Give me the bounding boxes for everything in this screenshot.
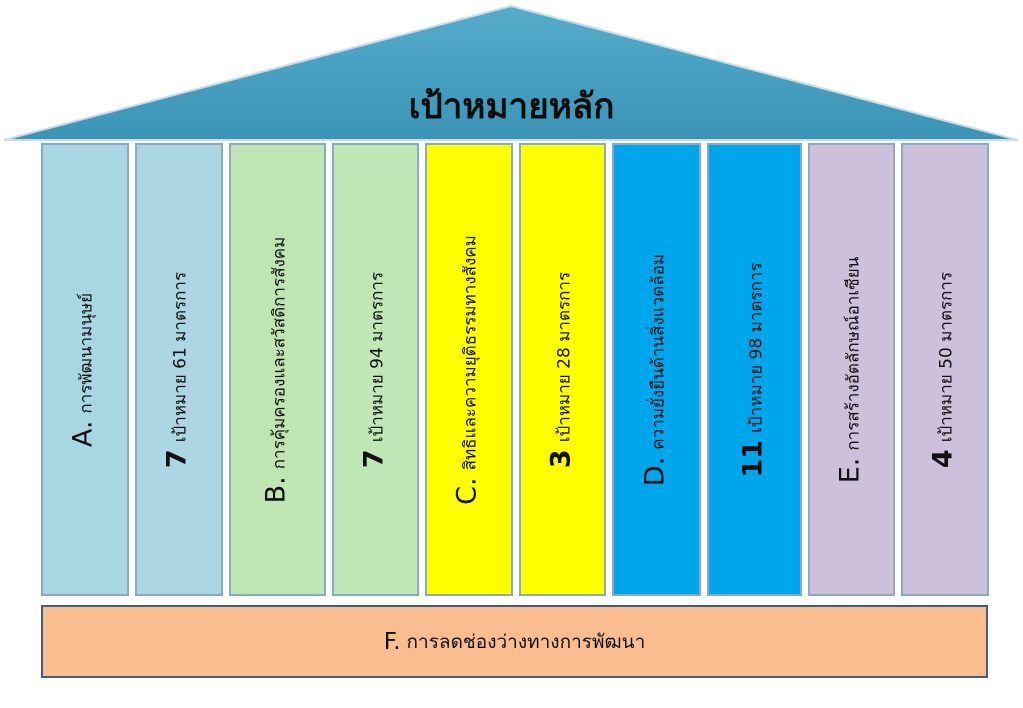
pillar-d-target-count: 11 xyxy=(737,439,768,477)
pillar-c-target-text: เป้าหมาย 28 มาตรการ xyxy=(554,271,574,442)
pillar-c-label: C. สิทธิและความยุติธรรมทางสังคม xyxy=(452,234,483,505)
pillar-d-label: D. ความยั่งยืนด้านสิ่งแวดล้อม xyxy=(639,253,670,485)
pillar-a-letter: A. xyxy=(67,420,99,447)
pillar-c-letter: C. xyxy=(451,476,483,505)
pillar-a-title: การพัฒนามนุษย์ xyxy=(76,292,97,414)
pillar-b-letter: B. xyxy=(260,475,291,503)
pillar-d-title: ความยั่งยืนด้านสิ่งแวดล้อม xyxy=(648,253,668,450)
pillar-e-target-text: เป้าหมาย 50 มาตรการ xyxy=(936,271,957,442)
pillar-b-targets-label: 7 เป้าหมาย 94 มาตรการ xyxy=(358,271,389,467)
pillar-d-targets: 11 เป้าหมาย 98 มาตรการ xyxy=(707,143,802,596)
pillar-a-label: A. การพัฒนามนุษย์ xyxy=(68,292,99,446)
roof-title: เป้าหมายหลัก xyxy=(408,87,615,127)
pillar-e-targets-label: 4 เป้าหมาย 50 มาตรการ xyxy=(928,271,959,467)
pillar-d-environment: D. ความยั่งยืนด้านสิ่งแวดล้อม xyxy=(612,143,701,596)
pillar-e-asean-identity: E. การสร้างอัตลักษณ์อาเซียน xyxy=(808,143,895,596)
pillar-b-label: B. การคุ้มครองและสวัสดิการสังคม xyxy=(260,236,291,503)
base-label: F.การลดช่องว่างทางการพัฒนา xyxy=(43,607,986,676)
base-foundation: F.การลดช่องว่างทางการพัฒนา xyxy=(41,605,988,678)
pillar-e-targets: 4 เป้าหมาย 50 มาตรการ xyxy=(901,143,989,596)
pillar-c-targets-label: 3 เป้าหมาย 28 มาตรการ xyxy=(545,271,576,467)
pillar-c-targets: 3 เป้าหมาย 28 มาตรการ xyxy=(519,143,606,596)
pillar-d-letter: D. xyxy=(639,456,670,486)
roof xyxy=(3,4,1019,141)
pillar-a-target-count: 7 xyxy=(161,448,193,468)
pillar-b-targets: 7 เป้าหมาย 94 มาตรการ xyxy=(332,143,419,596)
roof-triangle xyxy=(3,4,1019,141)
pillar-a-target-text: เป้าหมาย 61 มาตรการ xyxy=(170,271,191,442)
pillar-c-social-justice: C. สิทธิและความยุติธรรมทางสังคม xyxy=(425,143,513,596)
pillar-a-targets: 7 เป้าหมาย 61 มาตรการ xyxy=(135,143,223,596)
pillar-b-social-welfare: B. การคุ้มครองและสวัสดิการสังคม xyxy=(229,143,326,596)
pillar-e-target-count: 4 xyxy=(927,448,959,468)
base-letter: F. xyxy=(383,628,401,655)
pillar-b-title: การคุ้มครองและสวัสดิการสังคม xyxy=(269,236,289,469)
pillar-d-targets-label: 11 เป้าหมาย 98 มาตรการ xyxy=(737,262,768,477)
pillar-b-target-count: 7 xyxy=(358,448,389,468)
pillar-a-targets-label: 7 เป้าหมาย 61 มาตรการ xyxy=(162,271,193,467)
pillar-d-target-text: เป้าหมาย 98 มาตรการ xyxy=(746,262,766,433)
pillar-c-target-count: 3 xyxy=(545,448,576,468)
pillar-b-target-text: เป้าหมาย 94 มาตรการ xyxy=(367,271,387,442)
base-title: การลดช่องว่างทางการพัฒนา xyxy=(406,630,646,653)
pillar-e-label: E. การสร้างอัตลักษณ์อาเซียน xyxy=(834,256,865,483)
pillar-a-human-development: A. การพัฒนามนุษย์ xyxy=(41,143,129,596)
pillar-c-title: สิทธิและความยุติธรรมทางสังคม xyxy=(460,234,481,470)
pillar-e-letter: E. xyxy=(834,457,865,483)
pillar-e-title: การสร้างอัตลักษณ์อาเซียน xyxy=(843,256,863,451)
